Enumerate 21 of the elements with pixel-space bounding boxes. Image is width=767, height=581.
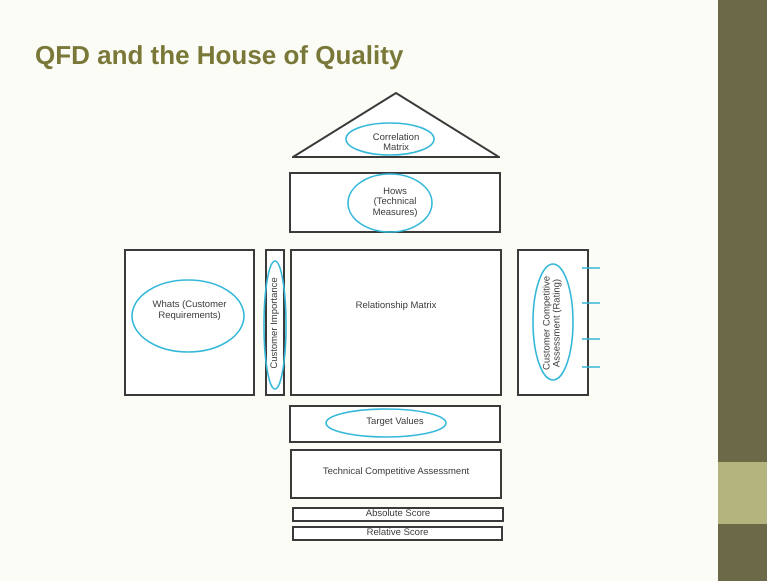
section-label: Correlation Matrix <box>372 132 420 154</box>
section-label: Whats (Customer Requirements) <box>152 300 228 321</box>
column-box <box>517 249 589 396</box>
section-label: Absolute Score <box>366 509 430 520</box>
section-label: Customer Importance <box>270 276 280 368</box>
section-label: Technical Competitive Assessment <box>322 466 470 478</box>
section-label: Relationship Matrix <box>356 301 436 312</box>
matrix-box <box>289 405 501 443</box>
matrix-box <box>290 249 502 396</box>
roof-triangle <box>292 92 500 158</box>
section-label: Hows (Technical Measures) <box>372 186 418 218</box>
matrix-box <box>292 526 503 541</box>
section-label: Relative Score <box>366 528 428 539</box>
matrix-box <box>289 172 501 233</box>
matrix-box <box>124 249 255 396</box>
matrix-box <box>290 449 502 499</box>
column-box <box>265 249 285 396</box>
slide-title: QFD and the House of Quality <box>35 40 404 71</box>
section-label: Target Values <box>366 416 424 428</box>
section-label: Customer Competitive Assessment (Rating) <box>542 274 564 372</box>
matrix-box <box>292 507 504 522</box>
